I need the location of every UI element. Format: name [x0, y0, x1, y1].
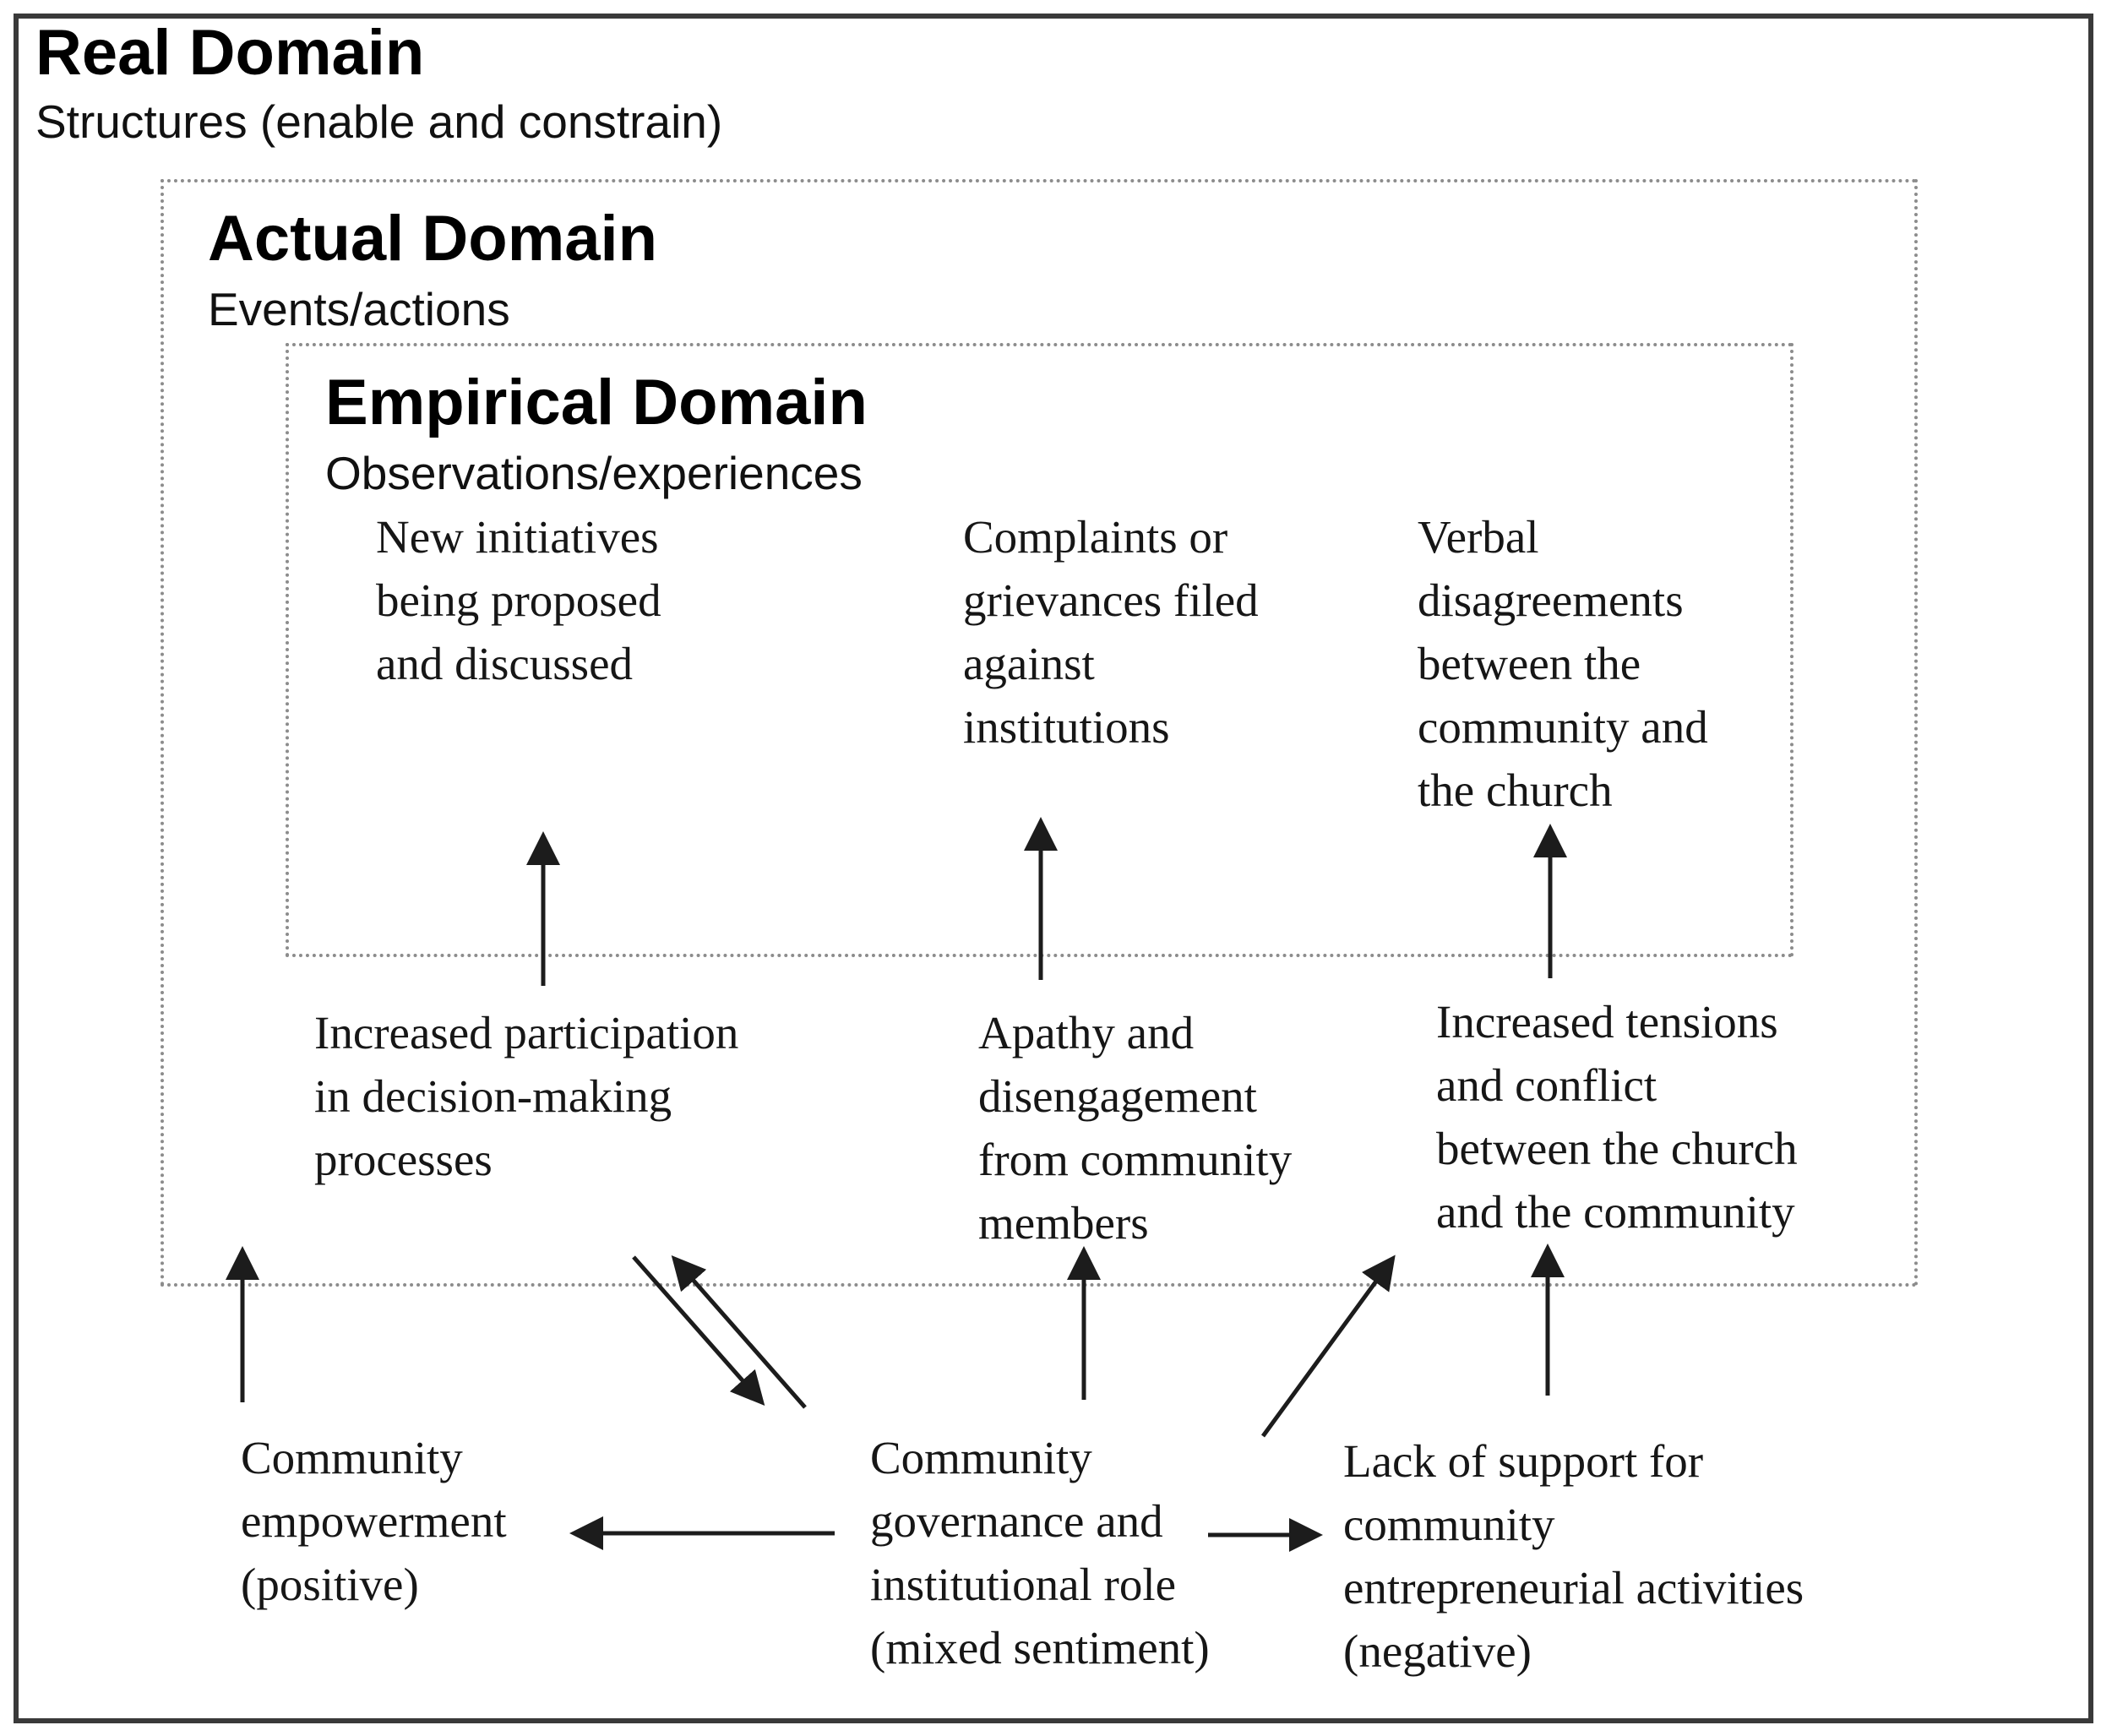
node-community-empowerment: Community empowerment (positive) [241, 1432, 507, 1610]
real-domain-box [14, 14, 2093, 1723]
node-community-governance: Community governance and institutional r… [870, 1432, 1210, 1673]
node-verbal-disagreements: Verbal disagreements between the communi… [1418, 511, 1708, 816]
node-new-initiatives: New initiatives being proposed and discu… [376, 511, 661, 689]
node-increased-tensions: Increased tensions and conflict between … [1436, 996, 1798, 1238]
actual-domain-title: Actual Domain [208, 203, 658, 275]
real-domain-subtitle: Structures (enable and constrain) [35, 95, 723, 148]
real-domain-title: Real Domain [35, 17, 425, 89]
node-complaints-grievances: Complaints or grievances filed against i… [963, 511, 1259, 753]
node-increased-participation: Increased participation in decision-maki… [314, 1007, 739, 1185]
actual-domain-subtitle: Events/actions [208, 283, 510, 335]
empirical-domain-subtitle: Observations/experiences [325, 447, 863, 499]
actual-domain-box [161, 179, 1918, 1287]
node-apathy-disengagement: Apathy and disengagement from community … [978, 1007, 1293, 1249]
empirical-domain-title: Empirical Domain [325, 367, 868, 438]
node-lack-of-support: Lack of support for community entreprene… [1343, 1435, 1804, 1677]
